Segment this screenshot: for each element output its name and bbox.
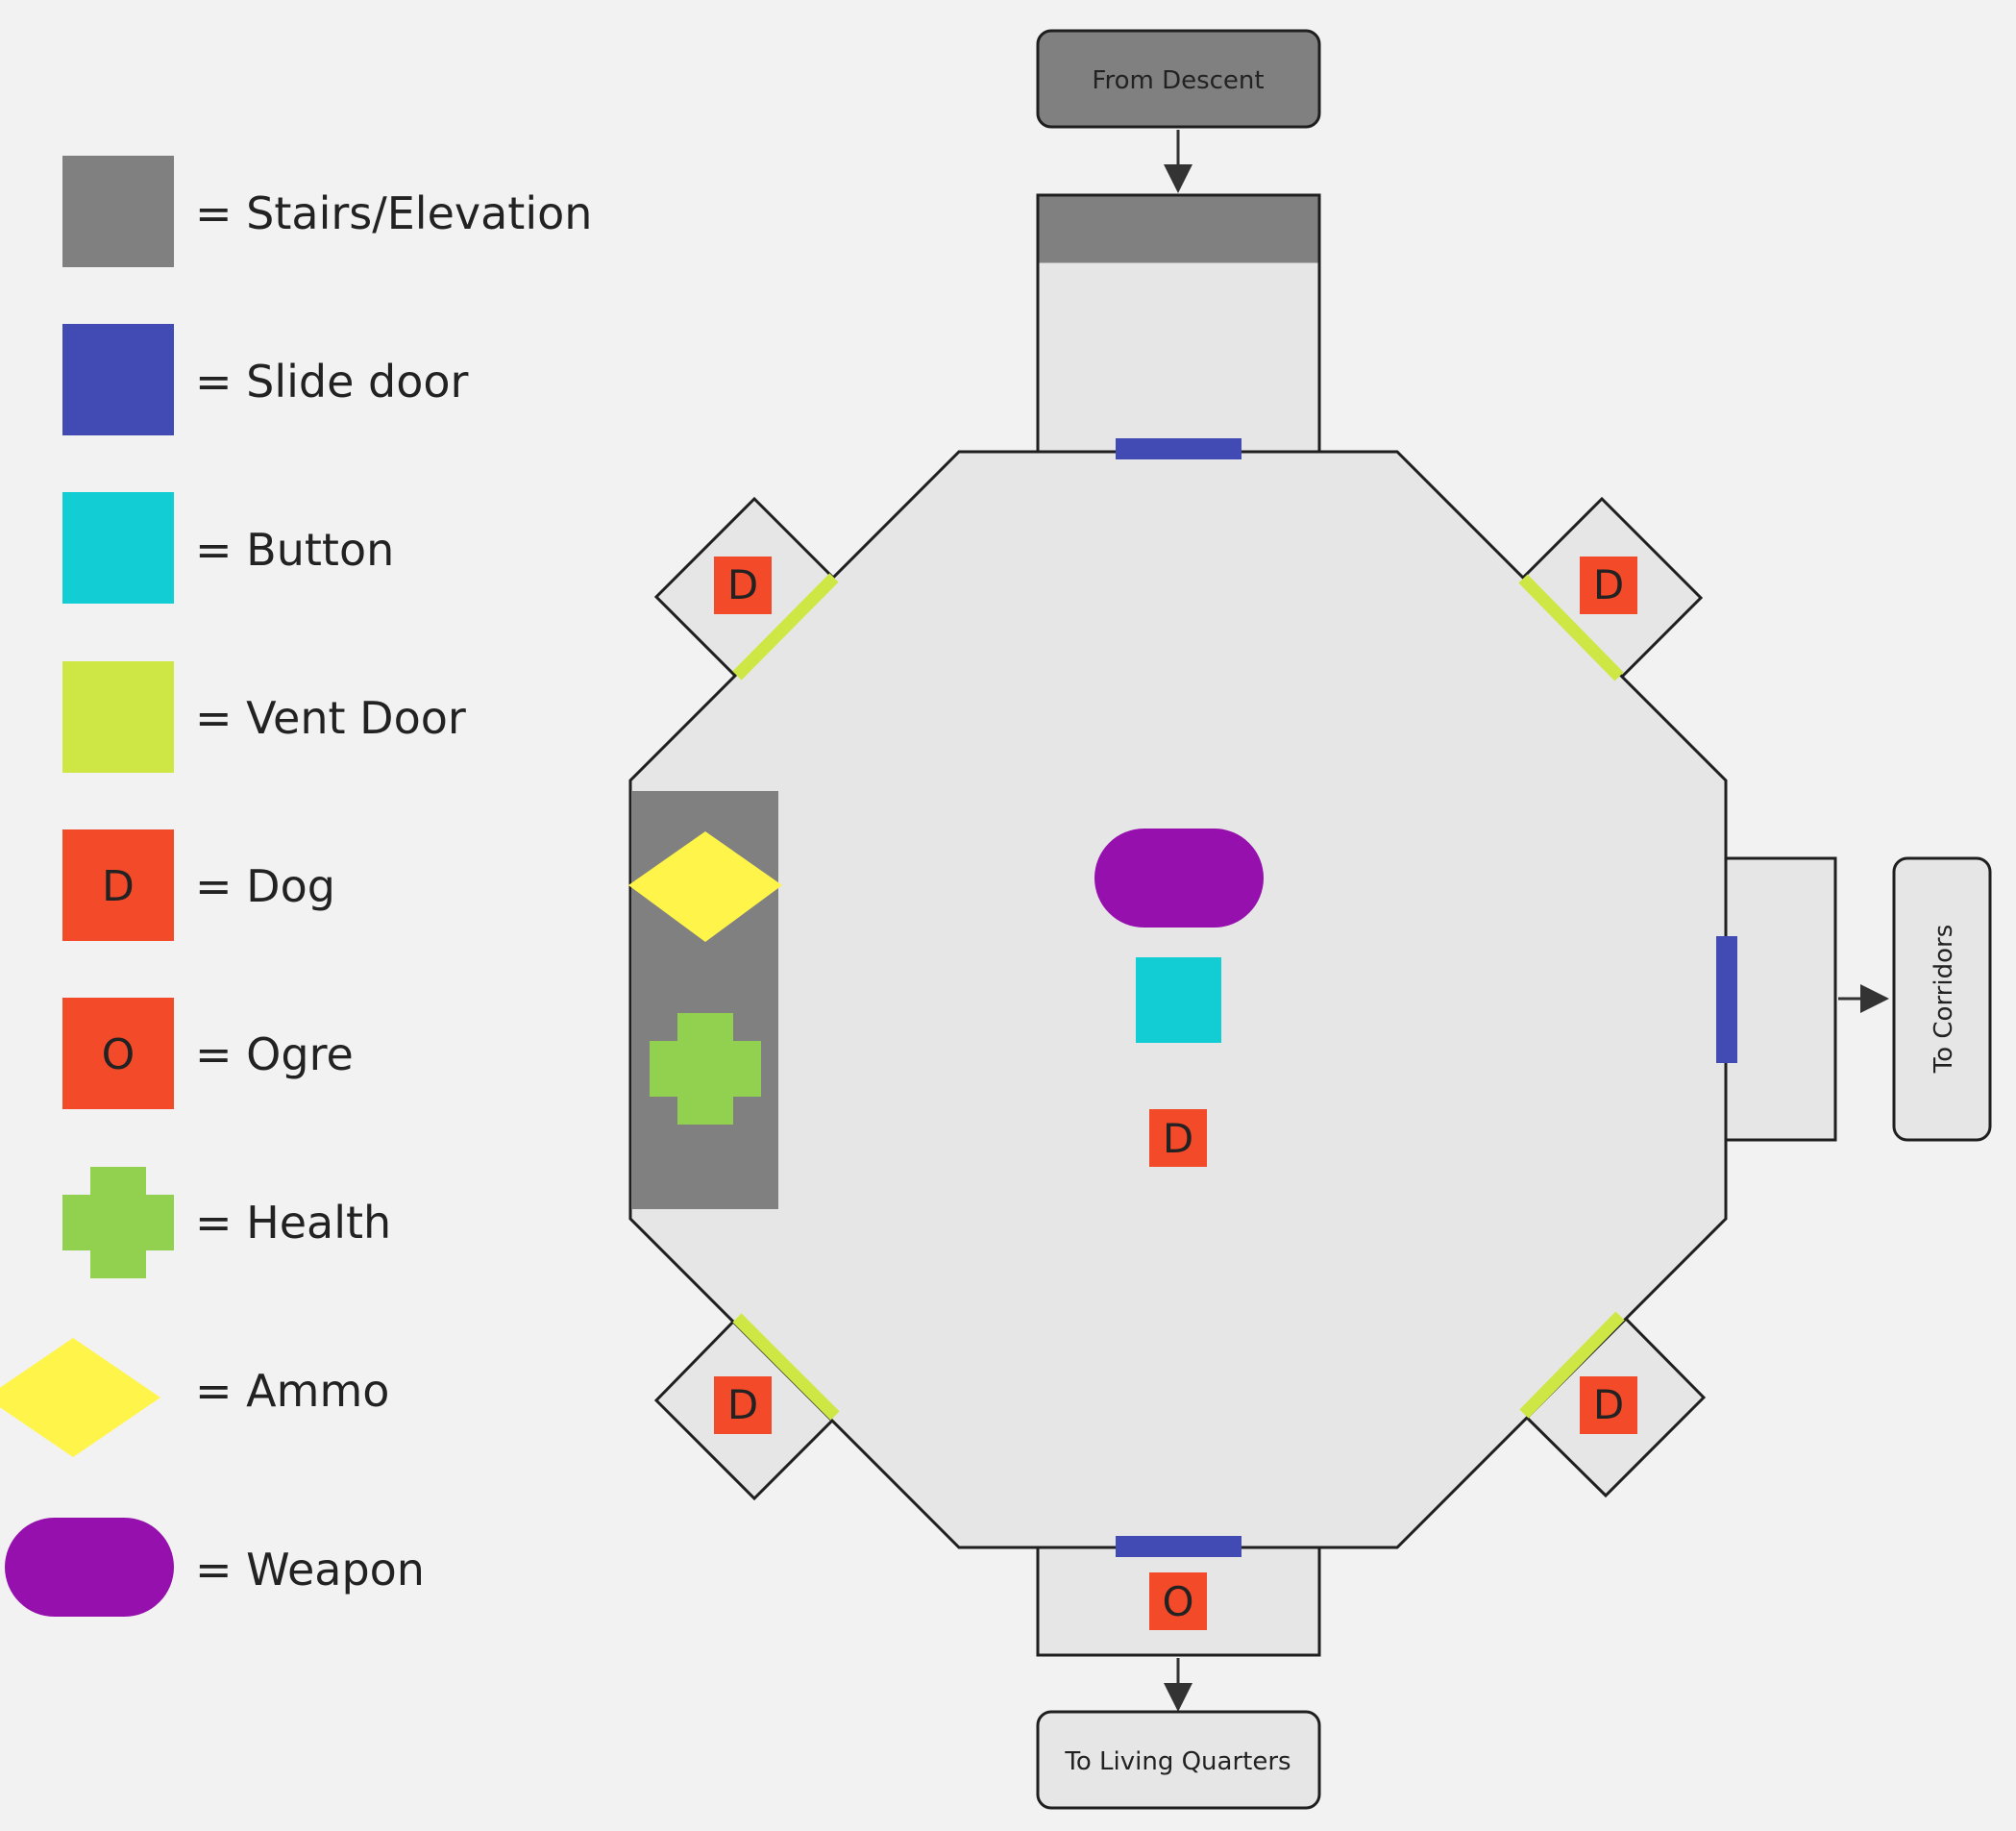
legend-label-slide-door: = Slide door <box>195 356 469 408</box>
to-living-quarters-box <box>1036 1710 1321 1810</box>
vent-door-northwest[interactable] <box>732 573 839 680</box>
ogre-enemy-south: O <box>1149 1572 1207 1630</box>
dog-enemy-center: D <box>1149 1109 1207 1167</box>
vent-door-swatch <box>62 661 174 773</box>
legend-label-ammo: = Ammo <box>195 1365 389 1417</box>
slide-door-north[interactable] <box>1116 438 1242 459</box>
svg-text:O: O <box>1162 1578 1193 1625</box>
slide-door-south[interactable] <box>1116 1536 1242 1557</box>
legend-label-button: = Button <box>195 524 394 576</box>
slide-door-swatch <box>62 324 174 435</box>
health-pickup-icon <box>650 1013 761 1125</box>
legend-item-vent-door: = Vent Door <box>62 661 466 773</box>
legend-item-dog: D = Dog <box>62 829 335 941</box>
ogre-swatch-letter: O <box>102 1030 135 1079</box>
dog-enemy-northwest: D <box>714 557 772 614</box>
dog-enemy-southeast: D <box>1580 1376 1637 1434</box>
vent-door-northeast[interactable] <box>1518 574 1624 681</box>
legend-label-weapon: = Weapon <box>195 1544 425 1596</box>
vent-door-southeast[interactable] <box>1519 1311 1625 1419</box>
legend-item-health: = Health <box>62 1167 391 1278</box>
svg-text:D: D <box>1593 561 1624 608</box>
legend-item-ogre: O = Ogre <box>62 998 354 1109</box>
stairs-swatch <box>62 156 174 267</box>
ammo-pickup-icon <box>628 831 782 942</box>
legend-item-weapon: = Weapon <box>5 1518 425 1617</box>
north-stairs <box>1039 196 1318 263</box>
legend-item-stairs: = Stairs/Elevation <box>62 156 592 267</box>
weapon-pickup-icon <box>1094 829 1264 928</box>
vent-door-southwest[interactable] <box>732 1313 840 1421</box>
svg-text:D: D <box>1163 1115 1193 1162</box>
svg-text:D: D <box>727 1381 758 1428</box>
svg-text:D: D <box>1593 1381 1624 1428</box>
ogre-swatch <box>62 998 174 1109</box>
room-button[interactable] <box>1136 957 1221 1043</box>
weapon-capsule-icon <box>5 1518 174 1617</box>
dog-swatch <box>62 829 174 941</box>
ammo-diamond-icon <box>0 1338 160 1457</box>
legend: = Stairs/Elevation = Slide door = Button… <box>0 156 592 1617</box>
slide-door-east[interactable] <box>1716 936 1737 1063</box>
from-descent-box <box>1036 29 1321 129</box>
svg-text:D: D <box>727 561 758 608</box>
to-corridors-box <box>1892 856 1992 1142</box>
legend-label-ogre: = Ogre <box>195 1028 354 1080</box>
to-corridors-label: To Corridors <box>1930 925 1958 1075</box>
dog-enemy-northeast: D <box>1580 557 1637 614</box>
legend-label-health: = Health <box>195 1197 391 1249</box>
button-swatch <box>62 492 174 604</box>
dog-swatch-letter: D <box>102 862 135 911</box>
east-exit-room <box>1724 856 1837 1142</box>
legend-label-dog: = Dog <box>195 860 335 912</box>
to-living-quarters-label: To Living Quarters <box>1064 1747 1291 1776</box>
legend-item-button: = Button <box>62 492 394 604</box>
legend-label-vent-door: = Vent Door <box>195 692 466 744</box>
health-cross-icon <box>62 1167 174 1278</box>
legend-item-ammo: = Ammo <box>0 1338 389 1457</box>
legend-item-slide-door: = Slide door <box>62 324 469 435</box>
legend-label-stairs: = Stairs/Elevation <box>195 187 592 239</box>
map: From Descent D <box>628 29 1992 1810</box>
from-descent-label: From Descent <box>1092 66 1264 95</box>
dog-enemy-southwest: D <box>714 1376 772 1434</box>
